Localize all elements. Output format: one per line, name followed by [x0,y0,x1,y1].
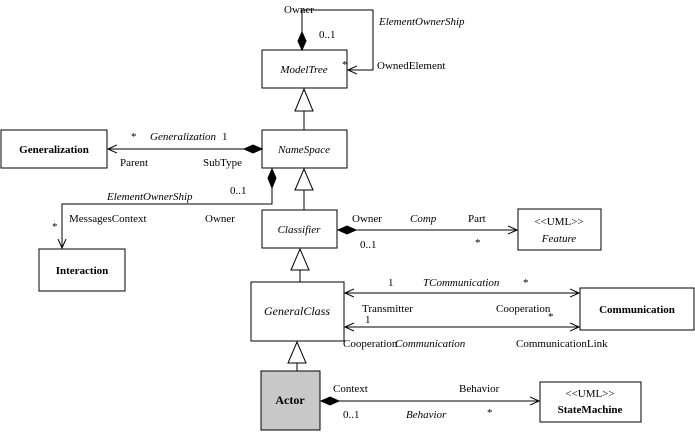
composition-diamond [297,30,307,52]
class-classifier-name: Classifier [278,224,322,236]
label-cooperation-right: Cooperation [496,303,551,315]
class-interaction-name: Interaction [56,265,109,277]
label-element-ownership-top: ElementOwnerShip [378,16,465,28]
class-generalization[interactable]: Generalization [0,129,108,169]
class-actor-name: Actor [275,393,305,407]
label-star-comm: * [548,311,554,323]
class-state-machine-stereotype: <<UML>> [565,388,614,400]
label-generalization-assoc: Generalization [150,131,216,143]
class-feature-name: Feature [541,233,577,245]
label-context: Context [333,383,368,395]
composition-diamond [242,144,264,154]
label-star-msg: * [52,221,58,233]
label-behavior-assoc: Behavior [406,409,447,421]
class-communication-name: Communication [599,304,675,316]
class-general-class-name: GeneralClass [264,304,330,318]
class-model-tree[interactable]: ModelTree [261,49,348,89]
class-classifier[interactable]: Classifier [261,209,338,249]
association-generalization [108,144,264,154]
inheritance-namespace-modeltree [294,87,314,130]
class-communication[interactable]: Communication [579,287,695,331]
label-owned-element: OwnedElement [377,60,445,72]
inheritance-generalclass-classifier [290,247,310,282]
association-comp [336,225,517,235]
composition-diamond [267,167,277,190]
association-messages-context [62,167,277,248]
class-generalization-name: Generalization [19,144,89,156]
label-one-comm: 1 [365,314,371,326]
class-state-machine[interactable]: <<UML>> StateMachine [539,381,642,423]
label-mult-beh: 0..1 [343,409,360,421]
composition-diamond [319,396,341,406]
class-interaction[interactable]: Interaction [38,248,126,292]
class-actor[interactable]: Actor [260,370,321,431]
label-star-comp: * [475,237,481,249]
label-one-tcomm: 1 [388,277,394,289]
label-star-beh: * [487,407,493,419]
label-mult-comp: 0..1 [360,239,377,251]
class-feature-stereotype: <<UML>> [534,216,583,228]
label-subtype: SubType [203,157,242,169]
composition-diamond [336,225,358,235]
label-star-tcomm: * [523,277,529,289]
class-model-tree-name: ModelTree [279,64,327,76]
label-tcommunication: TCommunication [423,277,500,289]
label-element-ownership-mid: ElementOwnerShip [106,191,193,203]
label-star-top: * [342,59,348,71]
label-parent: Parent [120,157,148,169]
label-communication-assoc: Communication [395,338,466,350]
label-communication-link: CommunicationLink [516,338,608,350]
label-star-gen: * [131,131,137,143]
label-mult-mid: 0..1 [230,185,247,197]
label-transmitter: Transmitter [362,303,413,315]
label-cooperation-left: Cooperation [343,338,398,350]
inheritance-actor-generalclass [287,340,307,371]
class-name-space[interactable]: NameSpace [261,129,348,169]
inheritance-classifier-namespace [294,167,314,210]
label-owner-top: Owner [284,4,314,16]
label-comp: Comp [410,213,437,225]
class-state-machine-name: StateMachine [558,404,623,416]
class-feature[interactable]: <<UML>> Feature [517,208,602,251]
self-association-element-ownership [297,9,374,70]
class-general-class[interactable]: GeneralClass [250,281,345,342]
label-messages-context: MessagesContext [69,213,147,225]
label-one-gen: 1 [222,131,228,143]
label-behavior-role: Behavior [459,383,500,395]
class-name-space-name: NameSpace [277,144,330,156]
association-behavior [319,396,539,406]
label-owner-mid: Owner [205,213,235,225]
label-mult-top: 0..1 [319,29,336,41]
label-part: Part [468,213,486,225]
label-owner-comp: Owner [352,213,382,225]
